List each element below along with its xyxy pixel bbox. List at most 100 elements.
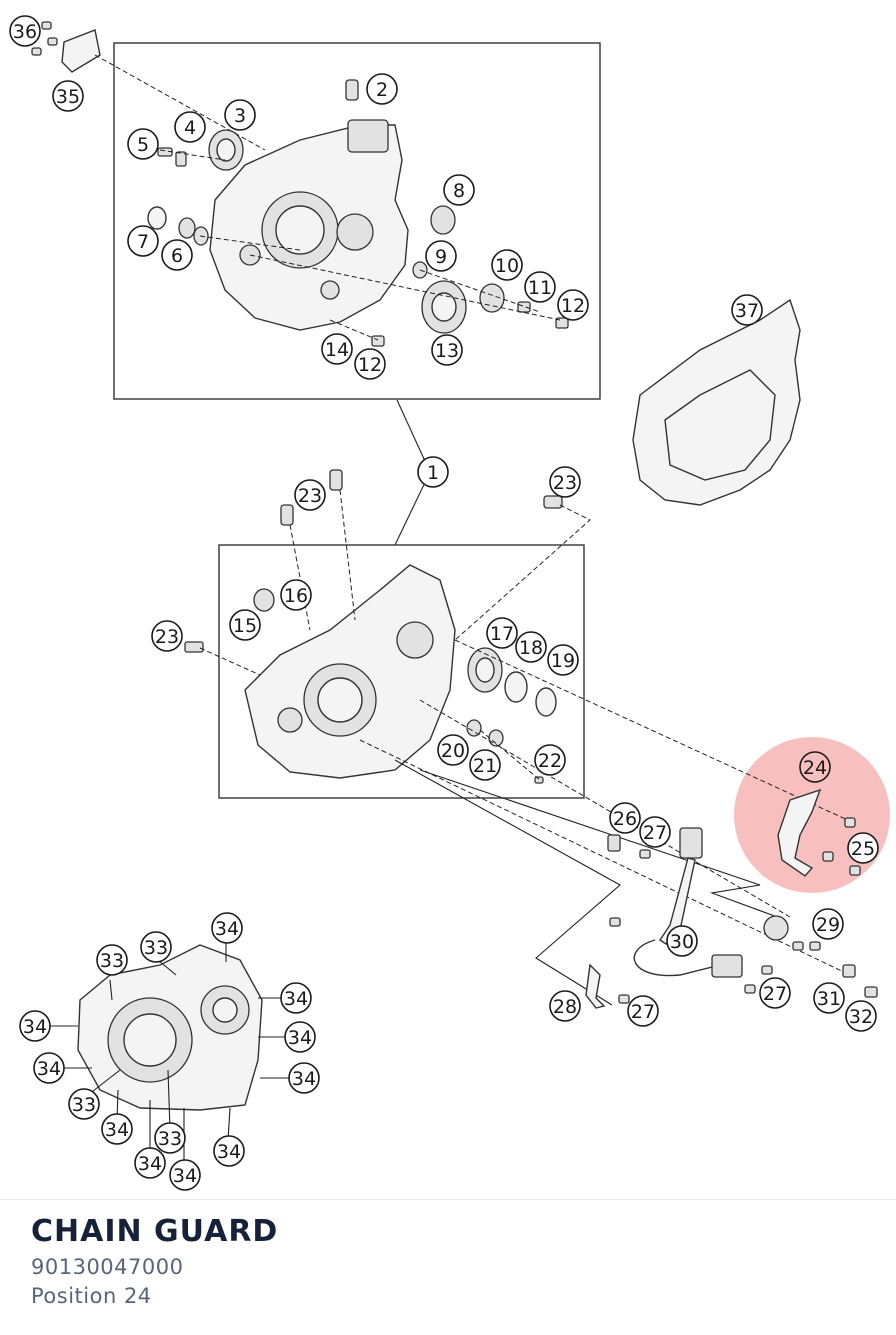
callout-32[interactable]: 32 [845, 1000, 877, 1032]
callout-9[interactable]: 9 [425, 240, 457, 272]
bearing-retainer-plate [31, 21, 101, 73]
callout-13[interactable]: 13 [431, 334, 463, 366]
callout-label: 5 [137, 134, 149, 156]
callout-17[interactable]: 17 [486, 617, 518, 649]
callout-23[interactable]: 23 [151, 620, 183, 652]
callout-label: 4 [184, 117, 196, 139]
callout-35[interactable]: 35 [52, 80, 84, 112]
callout-label: 33 [72, 1094, 96, 1116]
callout-23[interactable]: 23 [294, 479, 326, 511]
callout-33[interactable]: 33 [140, 931, 172, 963]
callout-33[interactable]: 33 [68, 1088, 100, 1120]
callout-34[interactable]: 34 [213, 1135, 245, 1167]
exploded-parts-diagram: 3635234587691011123714121312323161523171… [9, 15, 890, 1191]
callout-34[interactable]: 34 [288, 1062, 320, 1094]
callout-label: 33 [144, 937, 168, 959]
callout-label: 23 [553, 472, 577, 494]
callout-37[interactable]: 37 [731, 294, 763, 326]
callout-30[interactable]: 30 [666, 925, 698, 957]
callout-18[interactable]: 18 [515, 631, 547, 663]
callout-14[interactable]: 14 [321, 333, 353, 365]
callout-label: 27 [631, 1001, 655, 1023]
callout-label: 1 [427, 462, 439, 484]
callout-label: 34 [105, 1119, 129, 1141]
callout-label: 24 [803, 757, 827, 779]
callout-6[interactable]: 6 [161, 239, 193, 271]
callout-34[interactable]: 34 [19, 1010, 51, 1042]
callout-33[interactable]: 33 [96, 944, 128, 976]
callout-label: 3 [234, 105, 246, 127]
callout-36[interactable]: 36 [9, 15, 41, 47]
part-position: Position 24 [31, 1284, 152, 1308]
callout-12[interactable]: 12 [354, 348, 386, 380]
callout-16[interactable]: 16 [280, 579, 312, 611]
callout-19[interactable]: 19 [547, 644, 579, 676]
callout-23[interactable]: 23 [549, 466, 581, 498]
sensor-assembly [585, 827, 878, 1009]
callout-label: 10 [495, 255, 519, 277]
callout-34[interactable]: 34 [169, 1159, 201, 1191]
callout-label: 33 [158, 1128, 182, 1150]
callout-27[interactable]: 27 [627, 995, 659, 1027]
callout-31[interactable]: 31 [813, 982, 845, 1014]
callout-20[interactable]: 20 [437, 734, 469, 766]
lower-small-parts [184, 469, 563, 784]
callout-27[interactable]: 27 [639, 816, 671, 848]
callout-10[interactable]: 10 [491, 249, 523, 281]
callout-25[interactable]: 25 [847, 832, 879, 864]
callout-22[interactable]: 22 [534, 744, 566, 776]
callout-label: 2 [376, 79, 388, 101]
callout-28[interactable]: 28 [549, 990, 581, 1022]
callout-26[interactable]: 26 [609, 802, 641, 834]
callout-label: 34 [284, 988, 308, 1010]
callout-34[interactable]: 34 [134, 1147, 166, 1179]
callout-label: 18 [519, 637, 543, 659]
callout-label: 34 [23, 1016, 47, 1038]
callout-5[interactable]: 5 [127, 128, 159, 160]
callout-1[interactable]: 1 [417, 456, 449, 488]
callout-34[interactable]: 34 [280, 982, 312, 1014]
callout-24[interactable]: 24 [799, 751, 831, 783]
callout-34[interactable]: 34 [33, 1052, 65, 1084]
callout-label: 12 [561, 295, 585, 317]
crankcase-gasket [632, 298, 801, 506]
callout-12[interactable]: 12 [557, 289, 589, 321]
callout-34[interactable]: 34 [284, 1021, 316, 1053]
callout-34[interactable]: 34 [101, 1113, 133, 1145]
callout-label: 16 [284, 585, 308, 607]
callout-label: 34 [215, 918, 239, 940]
callout-label: 7 [137, 231, 149, 253]
callout-label: 34 [292, 1068, 316, 1090]
callout-label: 34 [173, 1165, 197, 1187]
part-name: CHAIN GUARD [31, 1214, 279, 1249]
callout-11[interactable]: 11 [524, 271, 556, 303]
callout-21[interactable]: 21 [469, 749, 501, 781]
callout-label: 34 [138, 1153, 162, 1175]
crankcase-side-view [77, 944, 263, 1111]
callout-label: 17 [490, 623, 514, 645]
info-divider [0, 1199, 896, 1200]
callout-15[interactable]: 15 [229, 609, 261, 641]
callout-label: 34 [37, 1058, 61, 1080]
callout-3[interactable]: 3 [224, 99, 256, 131]
upper-crankcase-half [209, 119, 409, 331]
callout-label: 35 [56, 86, 80, 108]
callout-label: 33 [100, 950, 124, 972]
callout-label: 34 [288, 1027, 312, 1049]
callout-34[interactable]: 34 [211, 912, 243, 944]
callout-label: 27 [763, 983, 787, 1005]
callout-4[interactable]: 4 [174, 111, 206, 143]
callout-label: 30 [670, 931, 694, 953]
callout-27[interactable]: 27 [759, 977, 791, 1009]
callout-8[interactable]: 8 [443, 174, 475, 206]
callout-label: 6 [171, 245, 183, 267]
callout-2[interactable]: 2 [366, 73, 398, 105]
callout-7[interactable]: 7 [127, 225, 159, 257]
callout-29[interactable]: 29 [812, 908, 844, 940]
callout-label: 37 [735, 300, 759, 322]
callout-label: 22 [538, 750, 562, 772]
callout-33[interactable]: 33 [154, 1122, 186, 1154]
callout-label: 21 [473, 755, 497, 777]
callout-label: 23 [155, 626, 179, 648]
part-number: 90130047000 [31, 1255, 184, 1279]
